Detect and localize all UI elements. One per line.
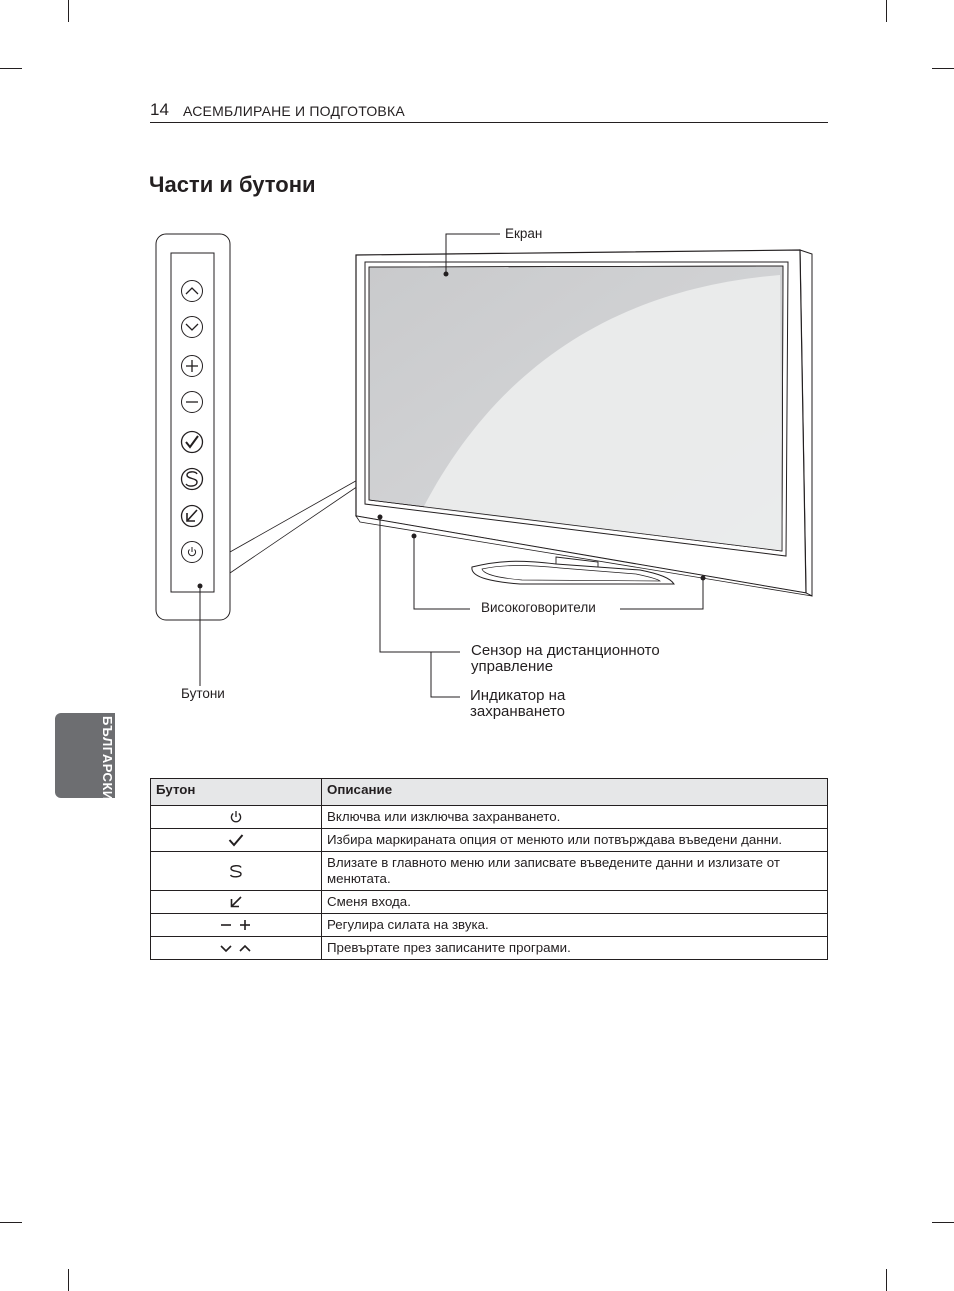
panel-input-arrow-icon [180, 504, 204, 528]
table-cell-description: Сменя входа. [321, 890, 828, 914]
chevron-down-up-icon [220, 945, 251, 953]
table-header-button: Бутон [150, 778, 322, 806]
crop-mark [932, 1222, 954, 1223]
page-number: 14 [150, 100, 169, 119]
table-cell-description: Влизате в главното меню или записвате въ… [321, 851, 828, 891]
table-cell-description: Регулира силата на звука. [321, 913, 828, 937]
table-cell-icon [150, 828, 322, 852]
crop-mark [886, 0, 887, 22]
label-remote-sensor-1: Сензор на дистанционното [471, 642, 660, 659]
table-header-description: Описание [321, 778, 828, 806]
panel-power-icon [181, 541, 203, 563]
label-power-indicator-2: захранването [470, 703, 566, 720]
tv-parts-diagram [155, 233, 813, 698]
table-cell-icon [150, 936, 322, 960]
panel-plus-icon [181, 355, 203, 377]
label-buttons: Бутони [181, 686, 225, 701]
input-arrow-icon [230, 896, 242, 908]
panel-minus-icon [181, 391, 203, 413]
crop-mark [932, 68, 954, 69]
crop-mark [886, 1269, 887, 1291]
crop-mark [0, 68, 22, 69]
table-cell-icon [150, 913, 322, 937]
power-icon [230, 811, 242, 823]
page-title: Части и бутони [149, 172, 316, 197]
table-row: Превъртате през записаните програми. [150, 936, 828, 960]
tv-stand [471, 556, 675, 585]
table-cell-description: Превъртате през записаните програми. [321, 936, 828, 960]
table-cell-icon [150, 805, 322, 829]
label-screen: Екран [505, 226, 543, 241]
label-power-indicator-1: Индикатор на [470, 687, 566, 704]
button-panel [155, 233, 231, 621]
minus-plus-icon [221, 920, 250, 931]
table-row: Включва или изключва захранването. [150, 805, 828, 829]
callout-lines [199, 233, 706, 698]
crop-mark [68, 0, 69, 22]
table-row: Влизате в главното меню или записвате въ… [150, 851, 828, 891]
zoom-line [229, 483, 362, 574]
language-tab [55, 713, 115, 798]
language-tab-label: БЪЛГАРСКИ [100, 716, 115, 801]
table-row: Регулира силата на звука. [150, 913, 828, 937]
panel-settings-s-icon [180, 467, 204, 491]
page-header: 14 АСЕМБЛИРАНЕ И ПОДГОТОВКА [150, 100, 828, 123]
table-cell-icon [150, 890, 322, 914]
panel-chevron-up-icon [181, 280, 203, 302]
label-remote-sensor-2: управление [471, 658, 554, 675]
table-row: Сменя входа. [150, 890, 828, 914]
panel-check-icon [180, 430, 204, 454]
settings-s-icon [229, 865, 242, 878]
table-cell-description: Избира маркираната опция от менюто или п… [321, 828, 828, 852]
table-header-row: Бутон Описание [150, 778, 828, 806]
crop-mark [0, 1222, 22, 1223]
tv-body [355, 249, 813, 597]
check-icon [228, 834, 244, 848]
crop-mark [68, 1269, 69, 1291]
label-speakers: Високоговорители [481, 600, 596, 615]
buttons-table: Бутон Описание Включва или изключва захр… [150, 778, 828, 960]
table-cell-description: Включва или изключва захранването. [321, 805, 828, 829]
table-row: Избира маркираната опция от менюто или п… [150, 828, 828, 852]
zoom-line [229, 477, 362, 553]
table-cell-icon [150, 851, 322, 891]
panel-chevron-down-icon [181, 316, 203, 338]
section-title: АСЕМБЛИРАНЕ И ПОДГОТОВКА [183, 103, 405, 119]
